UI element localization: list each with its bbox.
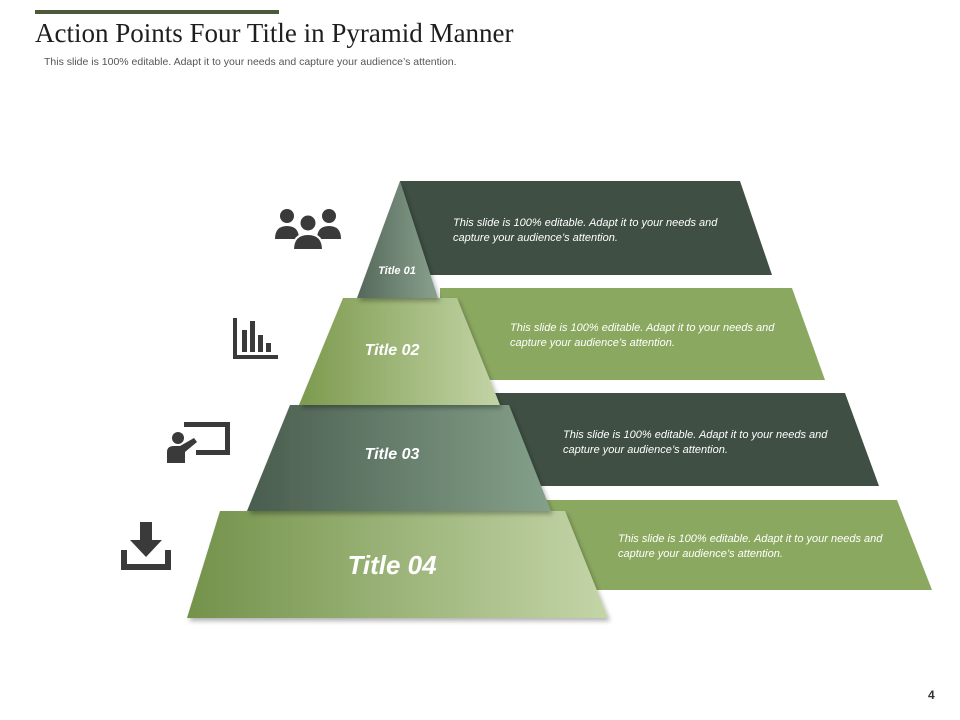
tier-1-text: This slide is 100% editable. Adapt it to… (453, 217, 718, 244)
slide-subtitle: This slide is 100% editable. Adapt it to… (44, 56, 457, 68)
pyramid-tier-4 (187, 511, 608, 618)
tier-2-title: Title 02 (364, 342, 420, 359)
pyramid-tier-1 (357, 181, 438, 298)
tier-3-text: This slide is 100% editable. Adapt it to… (563, 429, 828, 456)
tier-band-4 (540, 500, 932, 590)
bar-chart-icon (233, 318, 278, 359)
pyramid-tier-2 (299, 298, 500, 405)
title-accent-rule (35, 10, 279, 14)
tier-3-title: Title 03 (364, 446, 420, 463)
tier-band-3 (490, 393, 879, 486)
slide-title: Action Points Four Title in Pyramid Mann… (35, 18, 514, 48)
presentation-icon (167, 422, 230, 463)
tier-4-title: Title 04 (347, 550, 437, 580)
pyramid-tier-3 (247, 405, 551, 511)
tier-4-text: This slide is 100% editable. Adapt it to… (618, 533, 883, 560)
download-icon (121, 522, 171, 570)
tier-2-text: This slide is 100% editable. Adapt it to… (510, 322, 775, 349)
tier-band-2 (440, 288, 825, 380)
tier-1-title: Title 01 (378, 265, 416, 277)
people-icon (275, 209, 341, 251)
page-number: 4 (928, 688, 935, 702)
tier-band-1 (400, 181, 772, 275)
